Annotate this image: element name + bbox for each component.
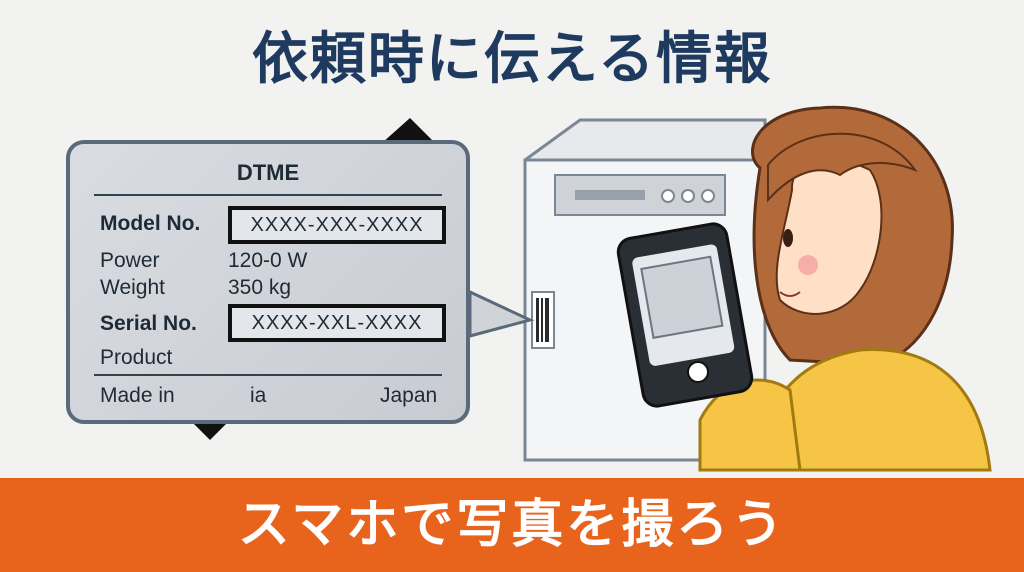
brand-name: DTME <box>236 160 300 185</box>
page-title: 依頼時に伝える情報 <box>251 27 773 92</box>
smartphone <box>616 222 754 408</box>
divider-bottom <box>94 374 442 376</box>
rating-plate: DTME Model No. XXXX-XXX-XXXX Power 120-0… <box>66 140 470 424</box>
model-value: XXXX-XXX-XXXX <box>250 214 424 236</box>
origin-value: Japan <box>380 384 438 407</box>
footer-text: スマホで写真を撮ろう <box>237 495 787 555</box>
serial-value-box: XXXX-XXL-XXXX <box>228 304 446 342</box>
made-in-label: Made in <box>100 384 175 407</box>
serial-label: Serial No. <box>100 312 197 335</box>
weight-label: Weight <box>100 276 165 299</box>
callout-pointer <box>468 289 535 338</box>
footer-banner: スマホで写真を撮ろう <box>0 478 1024 572</box>
weight-value: 350 kg <box>228 276 292 299</box>
divider-top <box>94 194 442 196</box>
model-label: Model No. <box>100 212 201 235</box>
power-label: Power <box>100 249 160 272</box>
serial-value: XXXX-XXL-XXXX <box>251 312 423 334</box>
made-in-fragment: ia <box>250 384 267 407</box>
power-value: 120-0 W <box>228 249 308 272</box>
model-value-box: XXXX-XXX-XXXX <box>228 206 446 244</box>
product-label: Product <box>100 346 173 369</box>
